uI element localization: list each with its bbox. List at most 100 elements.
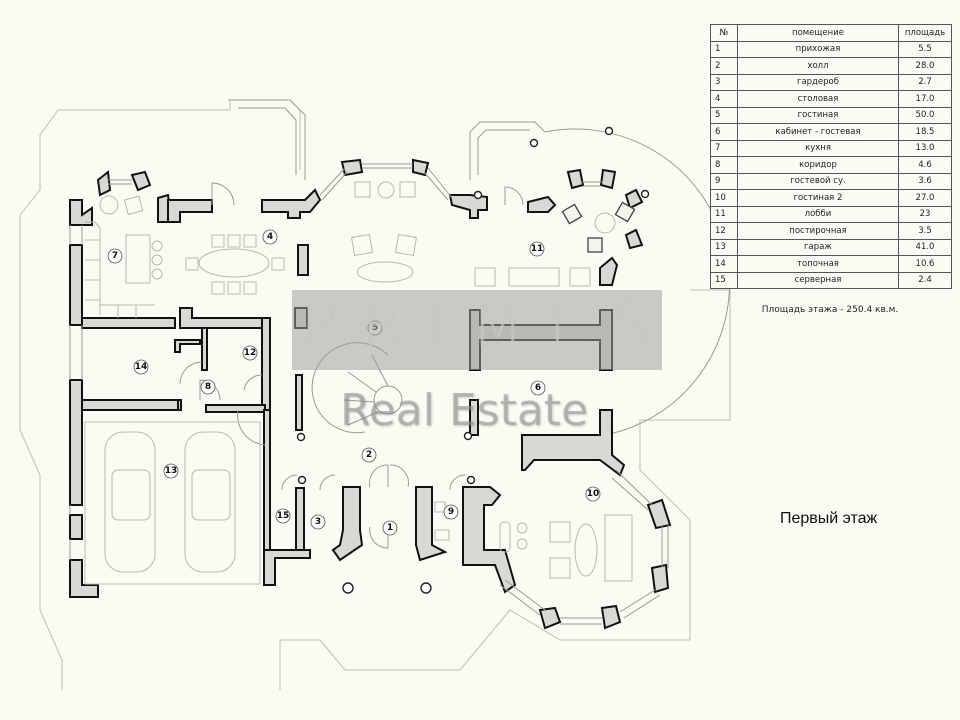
terrace-north-center xyxy=(469,121,546,180)
room-area: 28.0 xyxy=(898,57,952,75)
room-label: 15 xyxy=(275,508,291,524)
room-area: 41.0 xyxy=(898,238,952,256)
room-area: 10.6 xyxy=(898,255,952,273)
svg-text:8: 8 xyxy=(205,382,211,392)
room-labels: 123456789101112131415 xyxy=(107,229,601,536)
room-area: 18.5 xyxy=(898,123,952,141)
room-name: гостевой су. xyxy=(737,172,899,190)
svg-text:6: 6 xyxy=(535,383,541,393)
room-area: 3.5 xyxy=(898,222,952,240)
room-number: 11 xyxy=(710,205,738,223)
room-area: 23 xyxy=(898,205,952,223)
room-name: гардероб xyxy=(737,73,899,91)
svg-text:14: 14 xyxy=(135,362,148,372)
room-area: 2.4 xyxy=(898,271,952,289)
room-label: 1 xyxy=(382,520,398,536)
room-area: 3.6 xyxy=(898,172,952,190)
room-area: 4.6 xyxy=(898,156,952,174)
room-number: 8 xyxy=(710,156,738,174)
header-area: площадь xyxy=(898,24,952,42)
svg-text:12: 12 xyxy=(244,348,257,358)
room-name: лобби xyxy=(737,205,899,223)
doors xyxy=(179,182,524,549)
room-name: коридор xyxy=(737,156,899,174)
header-num: № xyxy=(710,24,738,42)
room-name: столовая xyxy=(737,90,899,108)
room-label: 13 xyxy=(163,463,179,479)
cars xyxy=(84,421,261,585)
room-label: 14 xyxy=(133,359,149,375)
svg-text:2: 2 xyxy=(366,450,372,460)
room-number: 3 xyxy=(710,73,738,91)
room-number: 4 xyxy=(710,90,738,108)
room-area: 27.0 xyxy=(898,189,952,207)
svg-text:4: 4 xyxy=(267,232,273,242)
room-label: 12 xyxy=(242,345,258,361)
floor-total-area: Площадь этажа - 250.4 кв.м. xyxy=(761,305,899,315)
room-label: 3 xyxy=(310,514,326,530)
room-area: 2.7 xyxy=(898,73,952,91)
watermark-text: Real Estate xyxy=(340,385,589,436)
room-label: 7 xyxy=(107,248,123,264)
room-area: 50.0 xyxy=(898,106,952,124)
windows xyxy=(69,163,669,625)
columns xyxy=(296,126,650,594)
room-number: 12 xyxy=(710,222,738,240)
svg-text:7: 7 xyxy=(112,251,118,261)
room-number: 14 xyxy=(710,255,738,273)
site-outline xyxy=(19,109,731,690)
room-name: холл xyxy=(737,57,899,75)
room-label: 8 xyxy=(200,379,216,395)
room-name: прихожая xyxy=(737,40,899,58)
svg-text:15: 15 xyxy=(277,511,290,521)
room-area: 17.0 xyxy=(898,90,952,108)
room-number: 10 xyxy=(710,189,738,207)
room-name: серверная xyxy=(737,271,899,289)
watermark-logo: PRIMES xyxy=(300,288,675,361)
room-number: 2 xyxy=(710,57,738,75)
room-name: кухня xyxy=(737,139,899,157)
room-name: гостиная xyxy=(737,106,899,124)
svg-text:1: 1 xyxy=(387,523,393,533)
svg-text:10: 10 xyxy=(587,489,600,499)
room-number: 5 xyxy=(710,106,738,124)
svg-text:3: 3 xyxy=(315,517,321,527)
watermark-band xyxy=(292,290,662,370)
svg-text:9: 9 xyxy=(448,507,454,517)
room-name: гостиная 2 xyxy=(737,189,899,207)
svg-text:11: 11 xyxy=(531,244,544,254)
room-area: 13.0 xyxy=(898,139,952,157)
room-label: 11 xyxy=(529,241,545,257)
room-number: 15 xyxy=(710,271,738,289)
room-number: 1 xyxy=(710,40,738,58)
room-name: топочная xyxy=(737,255,899,273)
room-number: 9 xyxy=(710,172,738,190)
room-area: 5.5 xyxy=(898,40,952,58)
room-name: кабинет - гостевая xyxy=(737,123,899,141)
floor-title: Первый этаж xyxy=(780,510,878,527)
room-label: 9 xyxy=(443,504,459,520)
room-label: 2 xyxy=(361,447,377,463)
room-name: постирочная xyxy=(737,222,899,240)
furniture xyxy=(85,181,636,582)
terrace-north-west xyxy=(228,99,306,180)
room-label: 4 xyxy=(262,229,278,245)
room-number: 13 xyxy=(710,238,738,256)
room-number: 7 xyxy=(710,139,738,157)
room-label: 6 xyxy=(530,380,546,396)
